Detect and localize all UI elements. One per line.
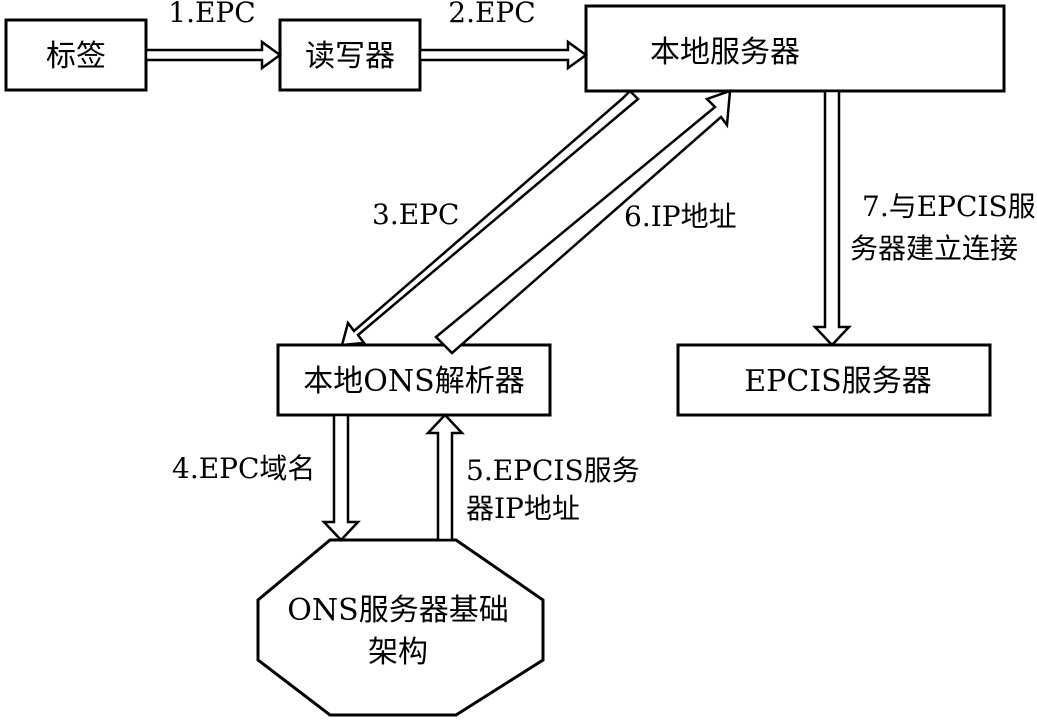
node-ons-infra-label-line2: 架构 <box>368 635 428 670</box>
edge-3-label: 3.EPC <box>372 198 459 231</box>
node-tag-box <box>4 18 148 92</box>
node-local-server-label: 本地服务器 <box>650 35 800 70</box>
node-local-server-box <box>584 4 1006 93</box>
edge-5-label-line1: 5.EPCIS服务 <box>466 454 640 487</box>
arrow-1 <box>144 39 283 71</box>
node-reader-box <box>278 18 422 92</box>
edge-6-label: 6.IP地址 <box>624 200 737 233</box>
arrow-4 <box>321 413 361 542</box>
arrow-3 <box>340 89 640 347</box>
node-epcis-server-box <box>676 343 992 417</box>
edge-2-label: 2.EPC <box>448 0 535 29</box>
node-ons-infra-octagon <box>256 538 545 717</box>
arrow-2 <box>418 39 589 71</box>
arrow-6 <box>434 89 732 355</box>
node-epcis-server-label: EPCIS服务器 <box>744 364 931 399</box>
edge-7-label-line2: 务器建立连接 <box>850 232 1018 265</box>
node-ons-infra-label-line1: ONS服务器基础 <box>287 593 508 628</box>
node-tag-label: 标签 <box>46 39 106 74</box>
edge-7-label-line1: 7.与EPCIS服 <box>862 190 1036 223</box>
arrow-7 <box>812 89 852 347</box>
edge-5-label-line2: 器IP地址 <box>466 492 580 525</box>
node-ons-resolver-label: 本地ONS解析器 <box>303 364 524 399</box>
node-reader-label: 读写器 <box>305 39 395 74</box>
edge-4-label: 4.EPC域名 <box>172 452 315 485</box>
edge-1-label: 1.EPC <box>168 0 255 29</box>
node-ons-resolver-box <box>276 343 552 417</box>
arrow-5 <box>425 413 465 542</box>
